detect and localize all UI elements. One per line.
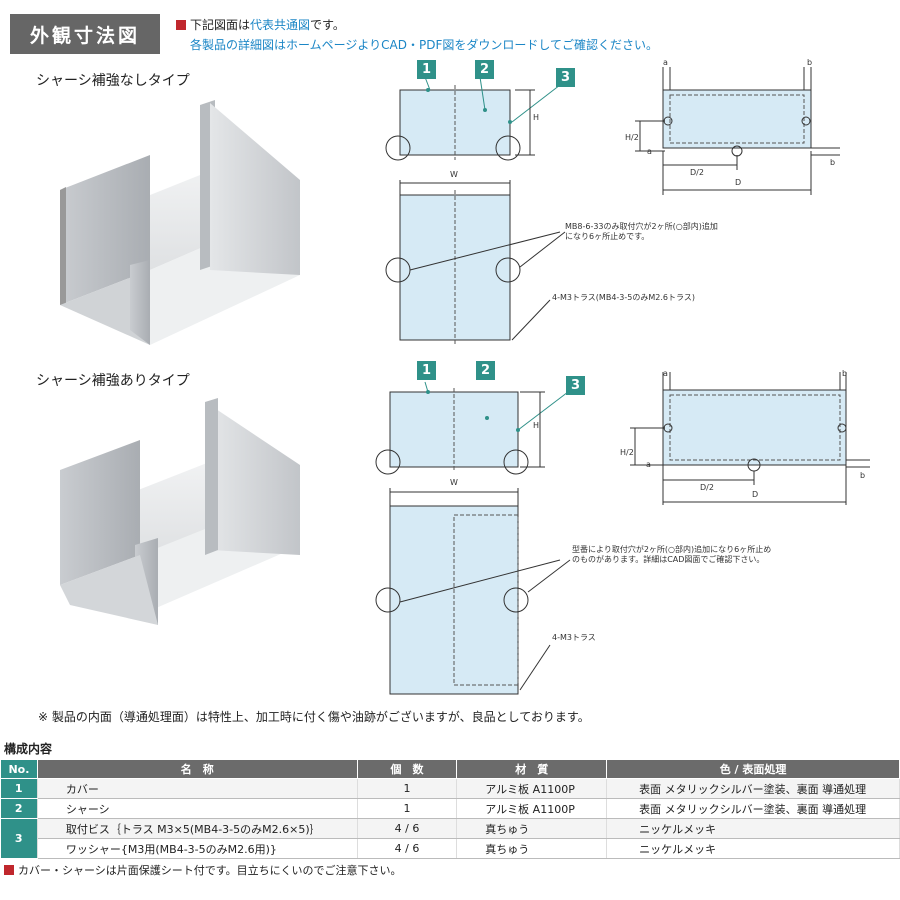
composition-section-title: 構成内容 — [4, 742, 53, 756]
row-material: 真ちゅう — [456, 818, 608, 839]
table-row: ワッシャー{M3用(MB4-3-5のみM2.6用)} 4 / 6 真ちゅう ニッ… — [1, 838, 900, 859]
callout-screw-spec-2: 4-M3トラス — [552, 633, 596, 642]
inner-surface-note: ※ 製品の内面（導通処理面）は特性上、加工時に付く傷や油跡がございますが、良品と… — [38, 710, 590, 724]
table-row: 3 取付ビス｛トラス M3×5(MB4-3-5のみM2.6×5)｝ 4 / 6 … — [0, 818, 900, 859]
row-no: 1 — [0, 778, 38, 799]
callout-extra-holes-note: MB8-6-33のみ取付穴が2ヶ所(○部内)追加になり6ヶ所止めです。 — [565, 222, 718, 241]
dim-H-label-2: H — [533, 421, 539, 430]
parts-table: No. 名 称 個 数 材 質 色 / 表面処理 1 カバー 1 アルミ板 A1… — [0, 759, 900, 859]
table-row: 1 カバー 1 アルミ板 A1100P 表面 メタリックシルバー塗装、裏面 導通… — [0, 778, 900, 799]
protective-sheet-note: カバー・シャーシは片面保護シート付です。目立ちにくいのでご注意下さい。 — [4, 862, 401, 878]
red-square-icon — [4, 865, 14, 875]
dim-b-label: b — [807, 58, 812, 67]
product-photo-without-reinforcement — [60, 100, 300, 345]
header-qty: 個 数 — [356, 759, 458, 779]
row-material: 真ちゅう — [456, 838, 608, 859]
dim-a-label-4: a — [646, 460, 651, 469]
dim-b-label-3: b — [842, 370, 847, 378]
badge-1: 1 — [417, 60, 436, 79]
callout-screw-spec: 4-M3トラス(MB4-3-5のみM2.6トラス) — [552, 293, 695, 302]
row-name: ワッシャー{M3用(MB4-3-5のみM2.6用)} — [37, 838, 358, 859]
section-title-tab: 外観寸法図 — [10, 14, 160, 54]
dim-a-label: a — [663, 58, 668, 67]
row-finish: 表面 メタリックシルバー塗装、裏面 導通処理 — [606, 778, 900, 799]
dim-a-label-2: a — [647, 147, 652, 156]
dim-D2-label-2: D/2 — [700, 483, 714, 492]
badge-2: 2 — [475, 60, 494, 79]
row-name: カバー — [37, 778, 358, 799]
dim-W-label: W — [450, 170, 458, 179]
row-material: アルミ板 A1100P — [456, 778, 608, 799]
dim-b-label-4: b — [860, 471, 865, 480]
row-qty: 1 — [357, 798, 458, 819]
badge-1-lower: 1 — [417, 361, 436, 380]
badge-3: 3 — [556, 68, 575, 87]
dim-H2-label-2: H/2 — [620, 448, 634, 457]
dim-D-label-2: D — [752, 490, 758, 499]
row-qty: 1 — [357, 778, 458, 799]
row-name: 取付ビス｛トラス M3×5(MB4-3-5のみM2.6×5)｝ — [37, 818, 358, 839]
header-note-2: 各製品の詳細図はホームページよりCAD・PDF図をダウンロードしてご確認ください… — [190, 38, 659, 52]
dim-a-label-3: a — [663, 370, 668, 378]
dim-D2-label: D/2 — [690, 168, 704, 177]
dimension-drawing-set-2: H W a b H/2 a D/2 D b — [375, 370, 870, 695]
dim-H2-label: H/2 — [625, 133, 639, 142]
type-label-with-reinforcement: シャーシ補強ありタイプ — [36, 373, 190, 389]
row-finish: ニッケルメッキ — [606, 818, 900, 839]
row-no: 3 — [0, 818, 38, 859]
row-no: 2 — [0, 798, 38, 819]
dim-H-label: H — [533, 113, 539, 122]
dim-D-label: D — [735, 178, 741, 187]
row-name: シャーシ — [37, 798, 358, 819]
table-row: 2 シャーシ 1 アルミ板 A1100P 表面 メタリックシルバー塗装、裏面 導… — [0, 798, 900, 819]
header-finish: 色 / 表面処理 — [606, 759, 900, 779]
badge-3-lower: 3 — [566, 376, 585, 395]
type-label-without-reinforcement: シャーシ補強なしタイプ — [36, 73, 190, 89]
header-note-1: 下記図面は代表共通図です。 — [176, 16, 345, 33]
dimension-drawing-set-1: H W a b H/2 a D/2 D b — [385, 58, 840, 345]
red-square-icon — [176, 20, 186, 30]
badge-2-lower: 2 — [476, 361, 495, 380]
header-material: 材 質 — [456, 759, 608, 779]
row-qty: 4 / 6 — [357, 818, 458, 839]
product-photo-with-reinforcement — [60, 398, 300, 625]
header-no: No. — [0, 759, 38, 779]
header-name: 名 称 — [36, 759, 358, 779]
dim-b-label-2: b — [830, 158, 835, 167]
callout-extra-holes-note-2: 型番により取付穴が2ヶ所(○部内)追加になり6ヶ所止めのものがあります。詳細はC… — [572, 545, 772, 564]
parts-table-header: No. 名 称 個 数 材 質 色 / 表面処理 — [0, 759, 900, 779]
row-finish: 表面 メタリックシルバー塗装、裏面 導通処理 — [606, 798, 900, 819]
row-qty: 4 / 6 — [357, 838, 458, 859]
row-finish: ニッケルメッキ — [606, 838, 900, 859]
row-material: アルミ板 A1100P — [456, 798, 608, 819]
dim-W-label-2: W — [450, 478, 458, 487]
